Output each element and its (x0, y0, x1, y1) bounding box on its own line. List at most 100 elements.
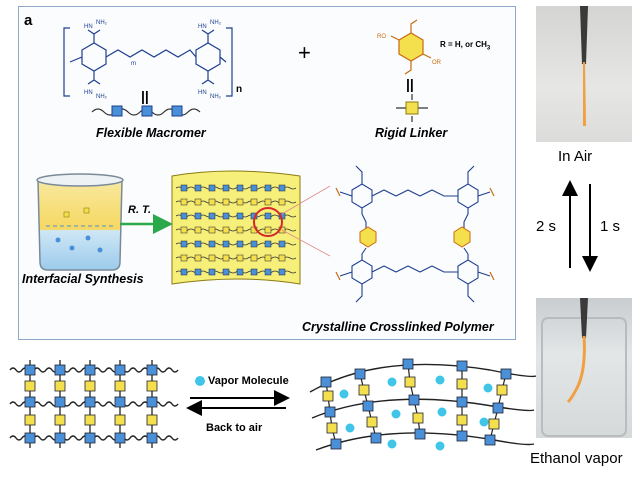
lattice-yellow-unit (114, 380, 126, 392)
vapor-molecule (339, 389, 349, 399)
lattice-blue-unit (146, 432, 158, 444)
lattice-blue-unit (146, 364, 158, 376)
film-blue-unit (194, 268, 202, 276)
svg-text:m: m (131, 61, 136, 67)
lattice-blue-unit (84, 432, 96, 444)
film-blue-unit (236, 212, 244, 220)
vapor-molecule-legend-dot (195, 376, 205, 386)
film-blue-unit (236, 240, 244, 248)
lattice-yellow-unit (146, 414, 158, 426)
lattice-blue-unit (84, 364, 96, 376)
vapor-molecule (435, 441, 445, 451)
film-yellow-unit (194, 254, 202, 262)
lattice-blue-unit (114, 396, 126, 408)
film-yellow-unit (250, 254, 258, 262)
film-yellow-unit (264, 254, 272, 262)
film-yellow-unit (236, 226, 244, 234)
lattice-blue-unit (24, 396, 36, 408)
ethanol-vapor-caption: Ethanol vapor (530, 450, 623, 467)
linker-label: Rigid Linker (375, 126, 448, 140)
curved-yellow-unit (456, 378, 468, 390)
lattice-in-vapor (309, 358, 537, 451)
synthesis-label: Interfacial Synthesis (22, 272, 144, 286)
curved-blue-unit (320, 376, 332, 388)
vapor-molecule (391, 409, 401, 419)
film-blue-unit (278, 268, 286, 276)
equivalence-mark-linker: || (406, 76, 414, 92)
lattice-yellow-unit (54, 380, 66, 392)
curved-yellow-unit (358, 384, 370, 396)
back-to-air-label: Back to air (206, 422, 263, 434)
film-blue-unit (180, 268, 188, 276)
film-blue-unit (264, 240, 272, 248)
vapor-molecule (435, 375, 445, 385)
lattice-yellow-unit (146, 380, 158, 392)
lattice-yellow-unit (24, 380, 36, 392)
film-blue-unit (194, 212, 202, 220)
lattice-blue-unit (24, 432, 36, 444)
lattice-blue-unit (84, 396, 96, 408)
lattice-yellow-unit (84, 380, 96, 392)
photo-actuator-in-air (536, 6, 632, 142)
film-blue-unit (264, 212, 272, 220)
curved-blue-unit (370, 432, 382, 444)
curved-blue-unit (456, 396, 468, 408)
film-yellow-unit (208, 226, 216, 234)
film-yellow-unit (222, 198, 230, 206)
time-label-down: 1 s (600, 218, 621, 235)
svg-text:RO: RO (377, 34, 386, 40)
curved-blue-unit (456, 430, 468, 442)
repeat-index-n: n (236, 84, 243, 95)
in-air-caption: In Air (558, 148, 593, 165)
film-yellow-unit (264, 198, 272, 206)
curved-blue-unit (408, 394, 420, 406)
linker-structure: RO OR (377, 19, 442, 75)
macromer-label: Flexible Macromer (96, 126, 206, 140)
lattice-yellow-unit (84, 414, 96, 426)
film-blue-unit (194, 240, 202, 248)
curved-yellow-unit (322, 390, 334, 402)
svg-text:HN: HN (198, 24, 207, 30)
film-yellow-unit (222, 226, 230, 234)
linker-substituent-text: R = H, or CH (440, 40, 487, 49)
lattice-yellow-unit (24, 414, 36, 426)
panel-letter: a (24, 12, 33, 29)
curved-yellow-unit (488, 418, 500, 430)
curved-yellow-unit (456, 414, 468, 426)
vapor-molecule (479, 417, 489, 427)
vapor-molecule (437, 407, 447, 417)
film-yellow-unit (222, 254, 230, 262)
lattice-blue-unit (24, 364, 36, 376)
curved-yellow-unit (412, 412, 424, 424)
curved-blue-unit (492, 402, 504, 414)
equivalence-mark-macromer: || (141, 88, 149, 104)
curved-yellow-unit (496, 384, 508, 396)
crosslinked-polymer-structure (339, 165, 491, 303)
film-blue-unit (250, 184, 258, 192)
plus-sign: + (298, 40, 311, 65)
film-blue-unit (264, 268, 272, 276)
film-blue-unit (250, 268, 258, 276)
photo-actuator-in-ethanol (536, 298, 632, 438)
svg-text:HN: HN (198, 90, 207, 96)
network-cut-marks (335, 187, 495, 281)
film-yellow-unit (208, 254, 216, 262)
curved-yellow-unit (366, 416, 378, 428)
linker-substituent-note: R = H, or CH3 (440, 40, 490, 52)
film-yellow-unit (180, 254, 188, 262)
film-yellow-unit (236, 198, 244, 206)
curved-blue-unit (414, 428, 426, 440)
film-yellow-unit (180, 226, 188, 234)
film-blue-unit (180, 184, 188, 192)
film-yellow-unit (180, 198, 188, 206)
curved-yellow-unit (326, 422, 338, 434)
vapor-molecule (345, 423, 355, 433)
film-blue-unit (278, 184, 286, 192)
svg-text:HN: HN (84, 90, 93, 96)
svg-text:NH₂: NH₂ (96, 94, 108, 100)
film-blue-unit (208, 212, 216, 220)
curved-blue-unit (354, 368, 366, 380)
svg-text:HN: HN (84, 24, 93, 30)
